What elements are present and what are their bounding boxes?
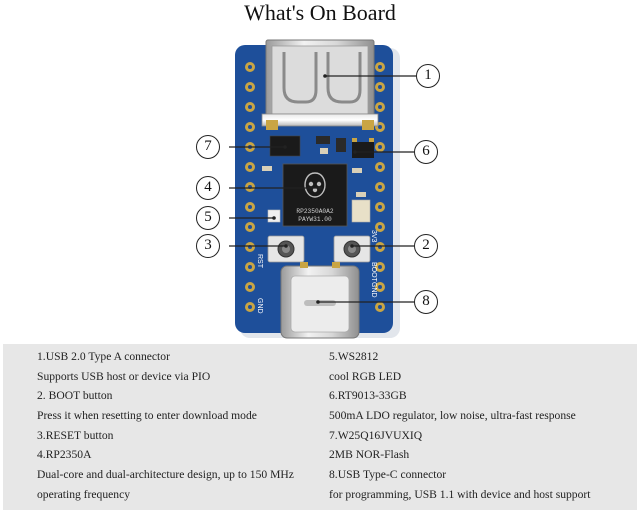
desc-item-6-title: 6.RT9013-33GB <box>329 389 407 403</box>
ws2812-led <box>267 209 281 223</box>
desc-item-6-detail: 500mA LDO regulator, low noise, ultra-fa… <box>329 409 576 423</box>
callout-2: 2 <box>414 234 438 258</box>
desc-item-4-title: 4.RP2350A <box>37 448 92 462</box>
usb-a-connector <box>261 39 379 130</box>
callout-8: 8 <box>414 290 438 314</box>
silk-gnd: GND <box>256 298 263 314</box>
ldo-regulator <box>352 142 374 158</box>
desc-item-5-title: 5.WS2812 <box>329 350 379 363</box>
chip-marking-line1: RP2350A0A2 <box>296 208 333 215</box>
boot-button-graphic <box>333 235 371 263</box>
board-illustration: RP2350A0A2 PAYW31.00 RST BOOT GND 3V3 GN… <box>229 39 416 339</box>
usb-c-connector <box>280 262 360 339</box>
desc-item-8-title: 8.USB Type-C connector <box>329 468 447 482</box>
desc-item-1-detail: Supports USB host or device via PIO <box>37 369 211 383</box>
desc-item-4-detail-cont: operating frequency <box>37 487 131 501</box>
desc-item-7-title: 7.W25Q16JVUXIQ <box>329 428 423 442</box>
silk-rst: RST <box>256 254 263 269</box>
chip-marking-line2: PAYW31.00 <box>298 216 332 223</box>
desc-item-2-title: 2. BOOT button <box>37 389 113 403</box>
leader-lines <box>229 75 416 303</box>
callout-3: 3 <box>196 234 220 258</box>
description-left-column: 1.USB 2.0 Type A connector Supports USB … <box>37 347 327 505</box>
reset-button-graphic <box>267 235 305 263</box>
silk-gnd2: GND <box>370 282 377 298</box>
desc-item-5-detail: cool RGB LED <box>329 369 402 383</box>
silk-3v3: 3V3 <box>370 230 377 243</box>
desc-item-7-detail: 2MB NOR-Flash <box>329 448 410 462</box>
callout-4: 4 <box>196 176 220 200</box>
description-right-column: 5.WS2812 cool RGB LED 6.RT9013-33GB 500m… <box>329 347 629 505</box>
callout-1: 1 <box>416 64 440 88</box>
desc-item-1-title: 1.USB 2.0 Type A connector <box>37 350 170 363</box>
description-panel: 1.USB 2.0 Type A connector Supports USB … <box>3 344 637 510</box>
desc-item-3-title: 3.RESET button <box>37 428 114 442</box>
callout-5: 5 <box>196 206 220 230</box>
silk-boot: BOOT <box>370 262 377 283</box>
callout-7: 7 <box>196 135 220 159</box>
rp2350-chip: RP2350A0A2 PAYW31.00 <box>282 163 348 227</box>
desc-item-2-detail: Press it when resetting to enter downloa… <box>37 409 257 423</box>
desc-item-8-detail: for programming, USB 1.1 with device and… <box>329 487 591 501</box>
board-diagram: RP2350A0A2 PAYW31.00 RST BOOT GND 3V3 GN… <box>0 30 640 340</box>
desc-item-4-detail: Dual-core and dual-architecture design, … <box>37 468 294 482</box>
page-title: What's On Board <box>244 0 396 25</box>
callout-6: 6 <box>414 140 438 164</box>
